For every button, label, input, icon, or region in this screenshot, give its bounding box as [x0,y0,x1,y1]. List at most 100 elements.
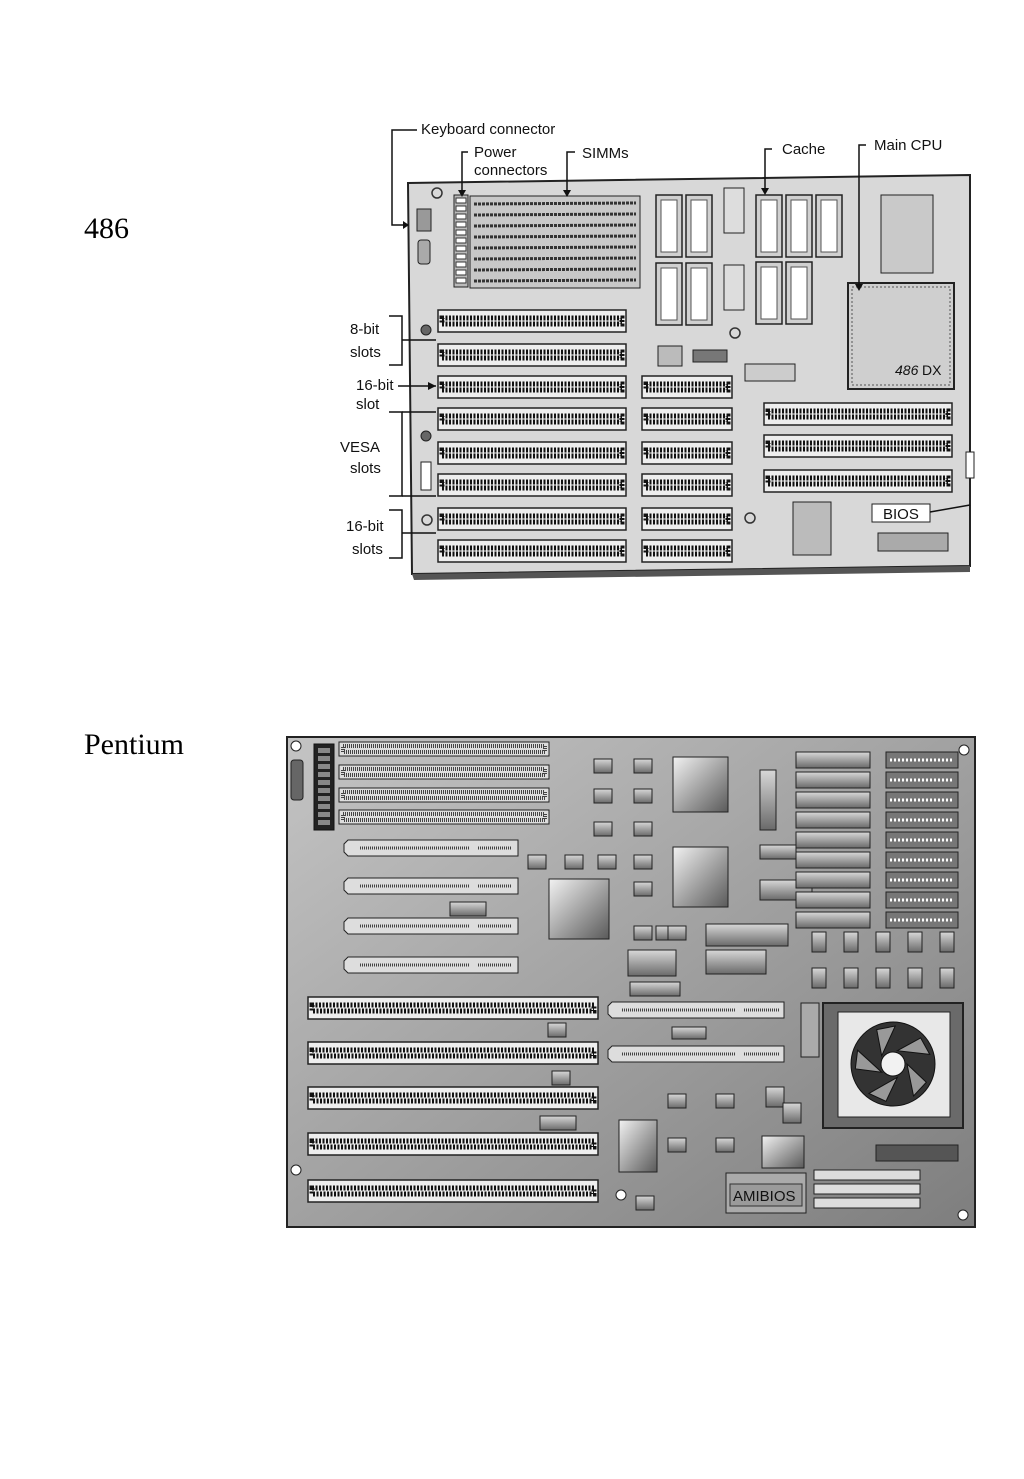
mount-hole [421,514,433,526]
slot-frame [641,441,733,465]
bios-chip-body [877,532,949,552]
slot-frame [437,539,627,563]
keyboard-connector [416,208,432,232]
mount-hole [744,512,756,524]
cpu-label-dx: DX [922,362,942,378]
dip-chip-face [690,199,708,253]
slot-contacts [309,1047,597,1059]
header-connector [875,1144,959,1162]
power-pin [455,213,467,220]
power-pin [455,229,467,236]
slot-contacts [309,1092,597,1104]
cache-chips [795,751,959,929]
keyboard-component [417,239,431,265]
slot-frame [307,1179,599,1203]
fan-blade [906,1062,928,1098]
ribbon-connectors [813,1169,921,1209]
small-chip [782,1102,802,1124]
small-chip [635,1195,655,1211]
slot-frame [437,375,627,399]
bios-arrow [929,504,971,513]
label-power-connectors-1: Power [474,144,517,161]
capacitor [939,967,955,989]
small-chip [765,1086,785,1108]
label-16bit-slots-1: 16-bit [346,518,384,535]
power-pin [318,748,330,753]
slot-contacts [439,413,625,425]
cache-chip [795,751,871,769]
slot-contacts [643,545,731,557]
chipset-chip [672,756,729,813]
slot-frame [641,507,733,531]
label-8bit-slots-1: 8-bit [350,321,380,338]
slot-frame [307,996,599,1020]
chip [618,1119,658,1173]
main-cpu [847,282,955,390]
slot-contacts [643,447,731,459]
fan-blade [876,1025,897,1058]
cache-chip [795,771,871,789]
small-chip [633,881,653,897]
capacitor [843,967,859,989]
simm-slots-pentium [338,741,550,825]
small-chip [539,1115,577,1131]
dip-chip-face [690,267,708,321]
slot-contacts [765,475,951,487]
slot-contacts [309,1002,597,1014]
cpu-label-486: 486 [895,362,919,378]
small-chip [633,758,653,774]
section-title-486: 486 [84,212,129,245]
chipset-chip [548,878,610,940]
mount-hole [615,1189,627,1201]
slot-contacts [643,381,731,393]
cpu-socket-chip [880,194,934,274]
voltage-regulator [800,1002,820,1058]
small-chip [715,1137,735,1153]
slot-contacts [439,545,625,557]
cpu-pins [851,286,951,386]
power-pin [455,221,467,228]
power-pin [318,812,330,817]
slot-contacts [439,479,625,491]
mount-screw [420,324,432,336]
slot-frame [763,434,953,458]
slot-contacts [439,513,625,525]
dip-chip-face [760,199,778,253]
chip [759,769,777,831]
mount-hole [290,1164,302,1176]
cache-chip [795,811,871,829]
small-dip-chip [723,264,745,311]
simm-lines [473,201,637,283]
bios-label-box [871,503,931,523]
slot-frame [763,402,953,426]
small-chip [551,1070,571,1086]
power-pins [455,197,467,284]
slot-contacts [643,513,731,525]
capacitor [811,931,827,953]
ribbon-connector [813,1183,921,1195]
simm-contacts [341,812,547,822]
small-chip [633,788,653,804]
fan-hub [880,1051,906,1077]
small-chip [667,1093,687,1109]
capacitor [843,931,859,953]
small-dip-chip [723,187,745,234]
label-vesa-slots-1: VESA [340,439,380,456]
slot-frame [307,1132,599,1156]
slot-frame [641,473,733,497]
slot-frame [763,469,953,493]
slot-contacts [309,1138,597,1150]
slot-frame [641,539,733,563]
dip-chip-face [790,266,808,320]
fan-blade [867,1076,899,1103]
power-pin [455,261,467,268]
section-title-pentium: Pentium [84,728,185,761]
slot-contacts [765,440,951,452]
power-pin [318,764,330,769]
simm-module [473,256,637,261]
label-keyboard-connector: Keyboard connector [421,121,555,138]
cache-chip [795,851,871,869]
slot-frame [437,407,627,431]
cache-chip [795,871,871,889]
